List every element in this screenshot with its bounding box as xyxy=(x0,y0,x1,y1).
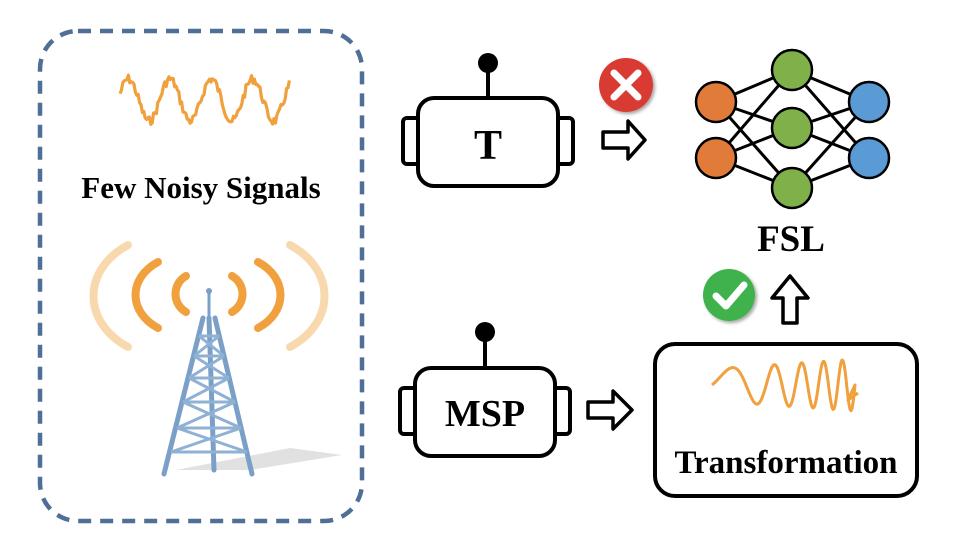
hidden-node xyxy=(770,48,814,92)
radio-waves-icon xyxy=(89,241,329,351)
transformation-label: Transformation xyxy=(674,445,897,481)
bottom-arrow-icon xyxy=(586,389,634,431)
noisy-signal-icon xyxy=(118,73,291,126)
green-check-icon xyxy=(703,269,755,321)
input-node xyxy=(694,136,738,180)
transformed-signal-icon xyxy=(710,358,859,413)
top-module-label: T xyxy=(474,123,502,169)
bottom-module-label: MSP xyxy=(445,393,525,435)
top-module: T xyxy=(401,53,575,188)
network-label: FSL xyxy=(757,219,825,260)
module-body xyxy=(416,96,560,188)
radio-tower-icon xyxy=(161,288,342,477)
left-panel: Few Noisy Signals xyxy=(37,28,365,524)
top-arrow-icon xyxy=(601,119,647,161)
up-arrow-icon xyxy=(770,274,810,325)
hidden-node xyxy=(770,166,814,210)
neural-network-icon xyxy=(694,48,891,210)
antenna-knob xyxy=(475,322,495,342)
output-node xyxy=(847,136,891,180)
transformation-box: Transformation xyxy=(653,342,919,498)
panel-caption: Few Noisy Signals xyxy=(81,170,320,205)
bottom-module: MSP xyxy=(398,322,572,458)
red-cross-icon xyxy=(599,58,653,112)
input-node xyxy=(694,80,738,124)
dashed-border xyxy=(37,28,365,524)
hidden-node xyxy=(770,106,814,150)
module-body xyxy=(413,366,557,458)
antenna-knob xyxy=(478,53,498,73)
output-node xyxy=(847,80,891,124)
